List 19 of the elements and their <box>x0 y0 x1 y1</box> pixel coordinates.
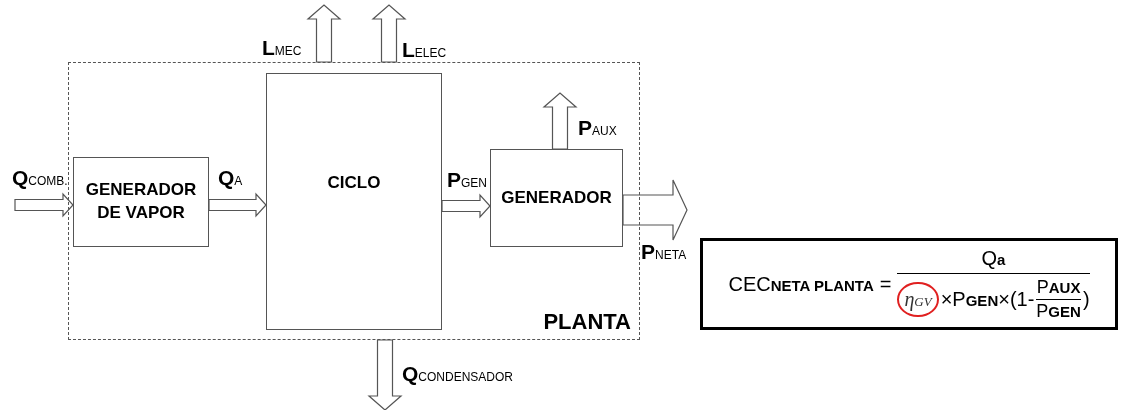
box-label: GENERADOR DE VAPOR <box>84 179 198 224</box>
dashed-boundary <box>68 62 640 340</box>
block-arrow <box>542 92 578 150</box>
process-box <box>490 149 623 247</box>
block-arrow <box>622 179 688 241</box>
group-label: PLANTA <box>543 309 631 335</box>
block-arrow <box>306 4 342 63</box>
block-arrow <box>208 192 267 218</box>
block-arrow <box>441 193 491 219</box>
block-arrow <box>367 339 403 410</box>
process-box <box>266 73 442 330</box>
box-label: CICLO <box>327 172 381 194</box>
formula-box <box>700 238 1118 330</box>
box-label: GENERADOR <box>501 186 612 209</box>
block-arrow <box>14 192 74 218</box>
formula-term: ) <box>1082 287 1090 311</box>
process-box <box>73 157 209 247</box>
equals-sign: = <box>879 272 892 296</box>
block-arrow <box>371 4 407 63</box>
